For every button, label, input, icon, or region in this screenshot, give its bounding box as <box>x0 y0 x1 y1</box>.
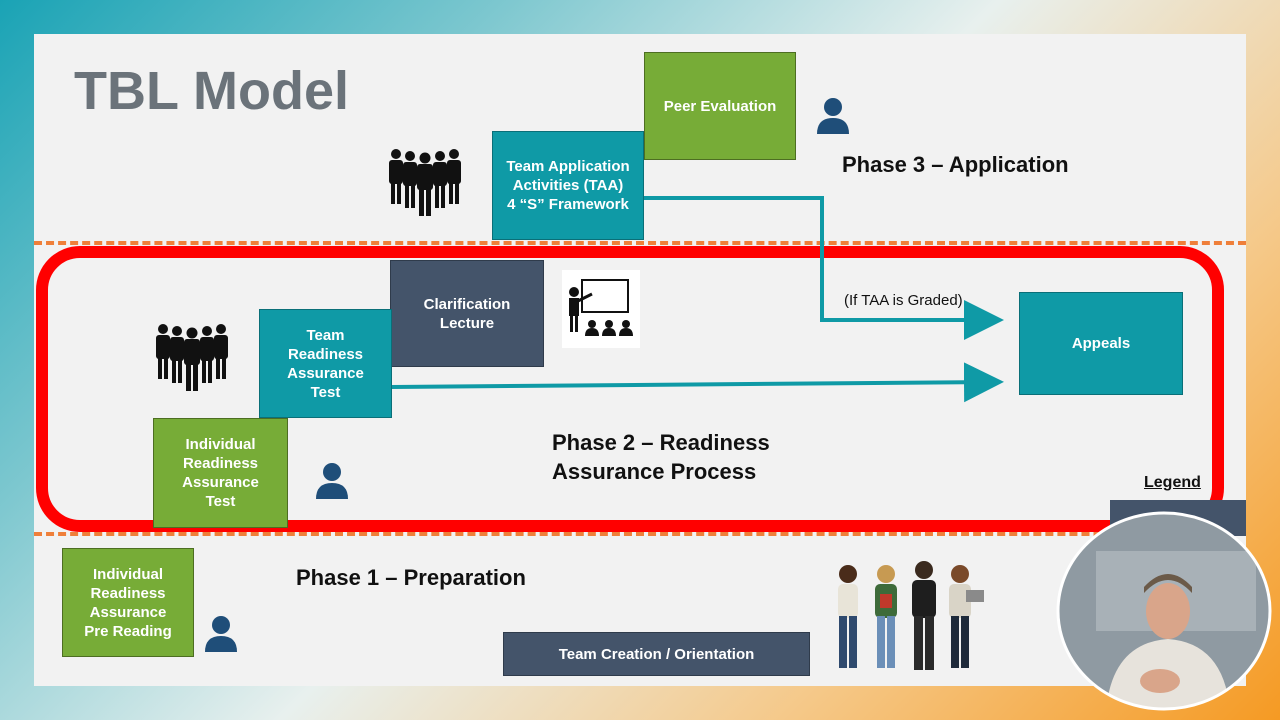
person-icon <box>316 463 348 499</box>
team-group-icon <box>156 324 228 391</box>
person-icon <box>205 616 237 652</box>
slide-title: TBL Model <box>74 61 349 121</box>
phase-divider-upper <box>34 241 1246 245</box>
team-readiness-assurance-test-box: Team Readiness Assurance Test <box>259 309 392 418</box>
clarification-lecture-box: Clarification Lecture <box>390 260 544 367</box>
trat-to-appeals-arrow <box>391 362 1004 403</box>
individual-readiness-assurance-test-box: Individual Readiness Assurance Test <box>153 418 288 528</box>
legend-label: Legend <box>1144 474 1201 491</box>
team-application-activities-box: Team Application Activities (TAA) 4 “S” … <box>492 131 644 240</box>
appeals-box: Appeals <box>1019 292 1183 395</box>
team-creation-orientation-box: Team Creation / Orientation <box>503 632 810 676</box>
presenter-video <box>1056 511 1272 711</box>
pre-reading-box: Individual Readiness Assurance Pre Readi… <box>62 548 194 657</box>
slide: TBL Model Peer Evaluation Team Applicati… <box>34 34 1246 686</box>
phase1-label: Phase 1 – Preparation <box>296 565 526 590</box>
students-photo <box>838 561 984 670</box>
phase2-label: Phase 2 – Readiness Assurance Process <box>552 428 770 486</box>
connector-arrows <box>391 196 1004 403</box>
phase2-label-line2: Assurance Process <box>552 459 757 484</box>
phase-divider-lower <box>34 532 1246 536</box>
phase2-highlight-outline <box>36 246 1224 532</box>
person-icon <box>817 98 849 134</box>
taa-to-appeals-arrow <box>644 196 1004 340</box>
arrow-condition-label: (If TAA is Graded) <box>844 292 963 309</box>
phase3-label: Phase 3 – Application <box>842 152 1069 177</box>
teacher-lecture-icon <box>562 270 640 348</box>
phase2-label-line1: Phase 2 – Readiness <box>552 430 770 455</box>
peer-evaluation-box: Peer Evaluation <box>644 52 796 160</box>
team-group-icon <box>389 149 461 216</box>
